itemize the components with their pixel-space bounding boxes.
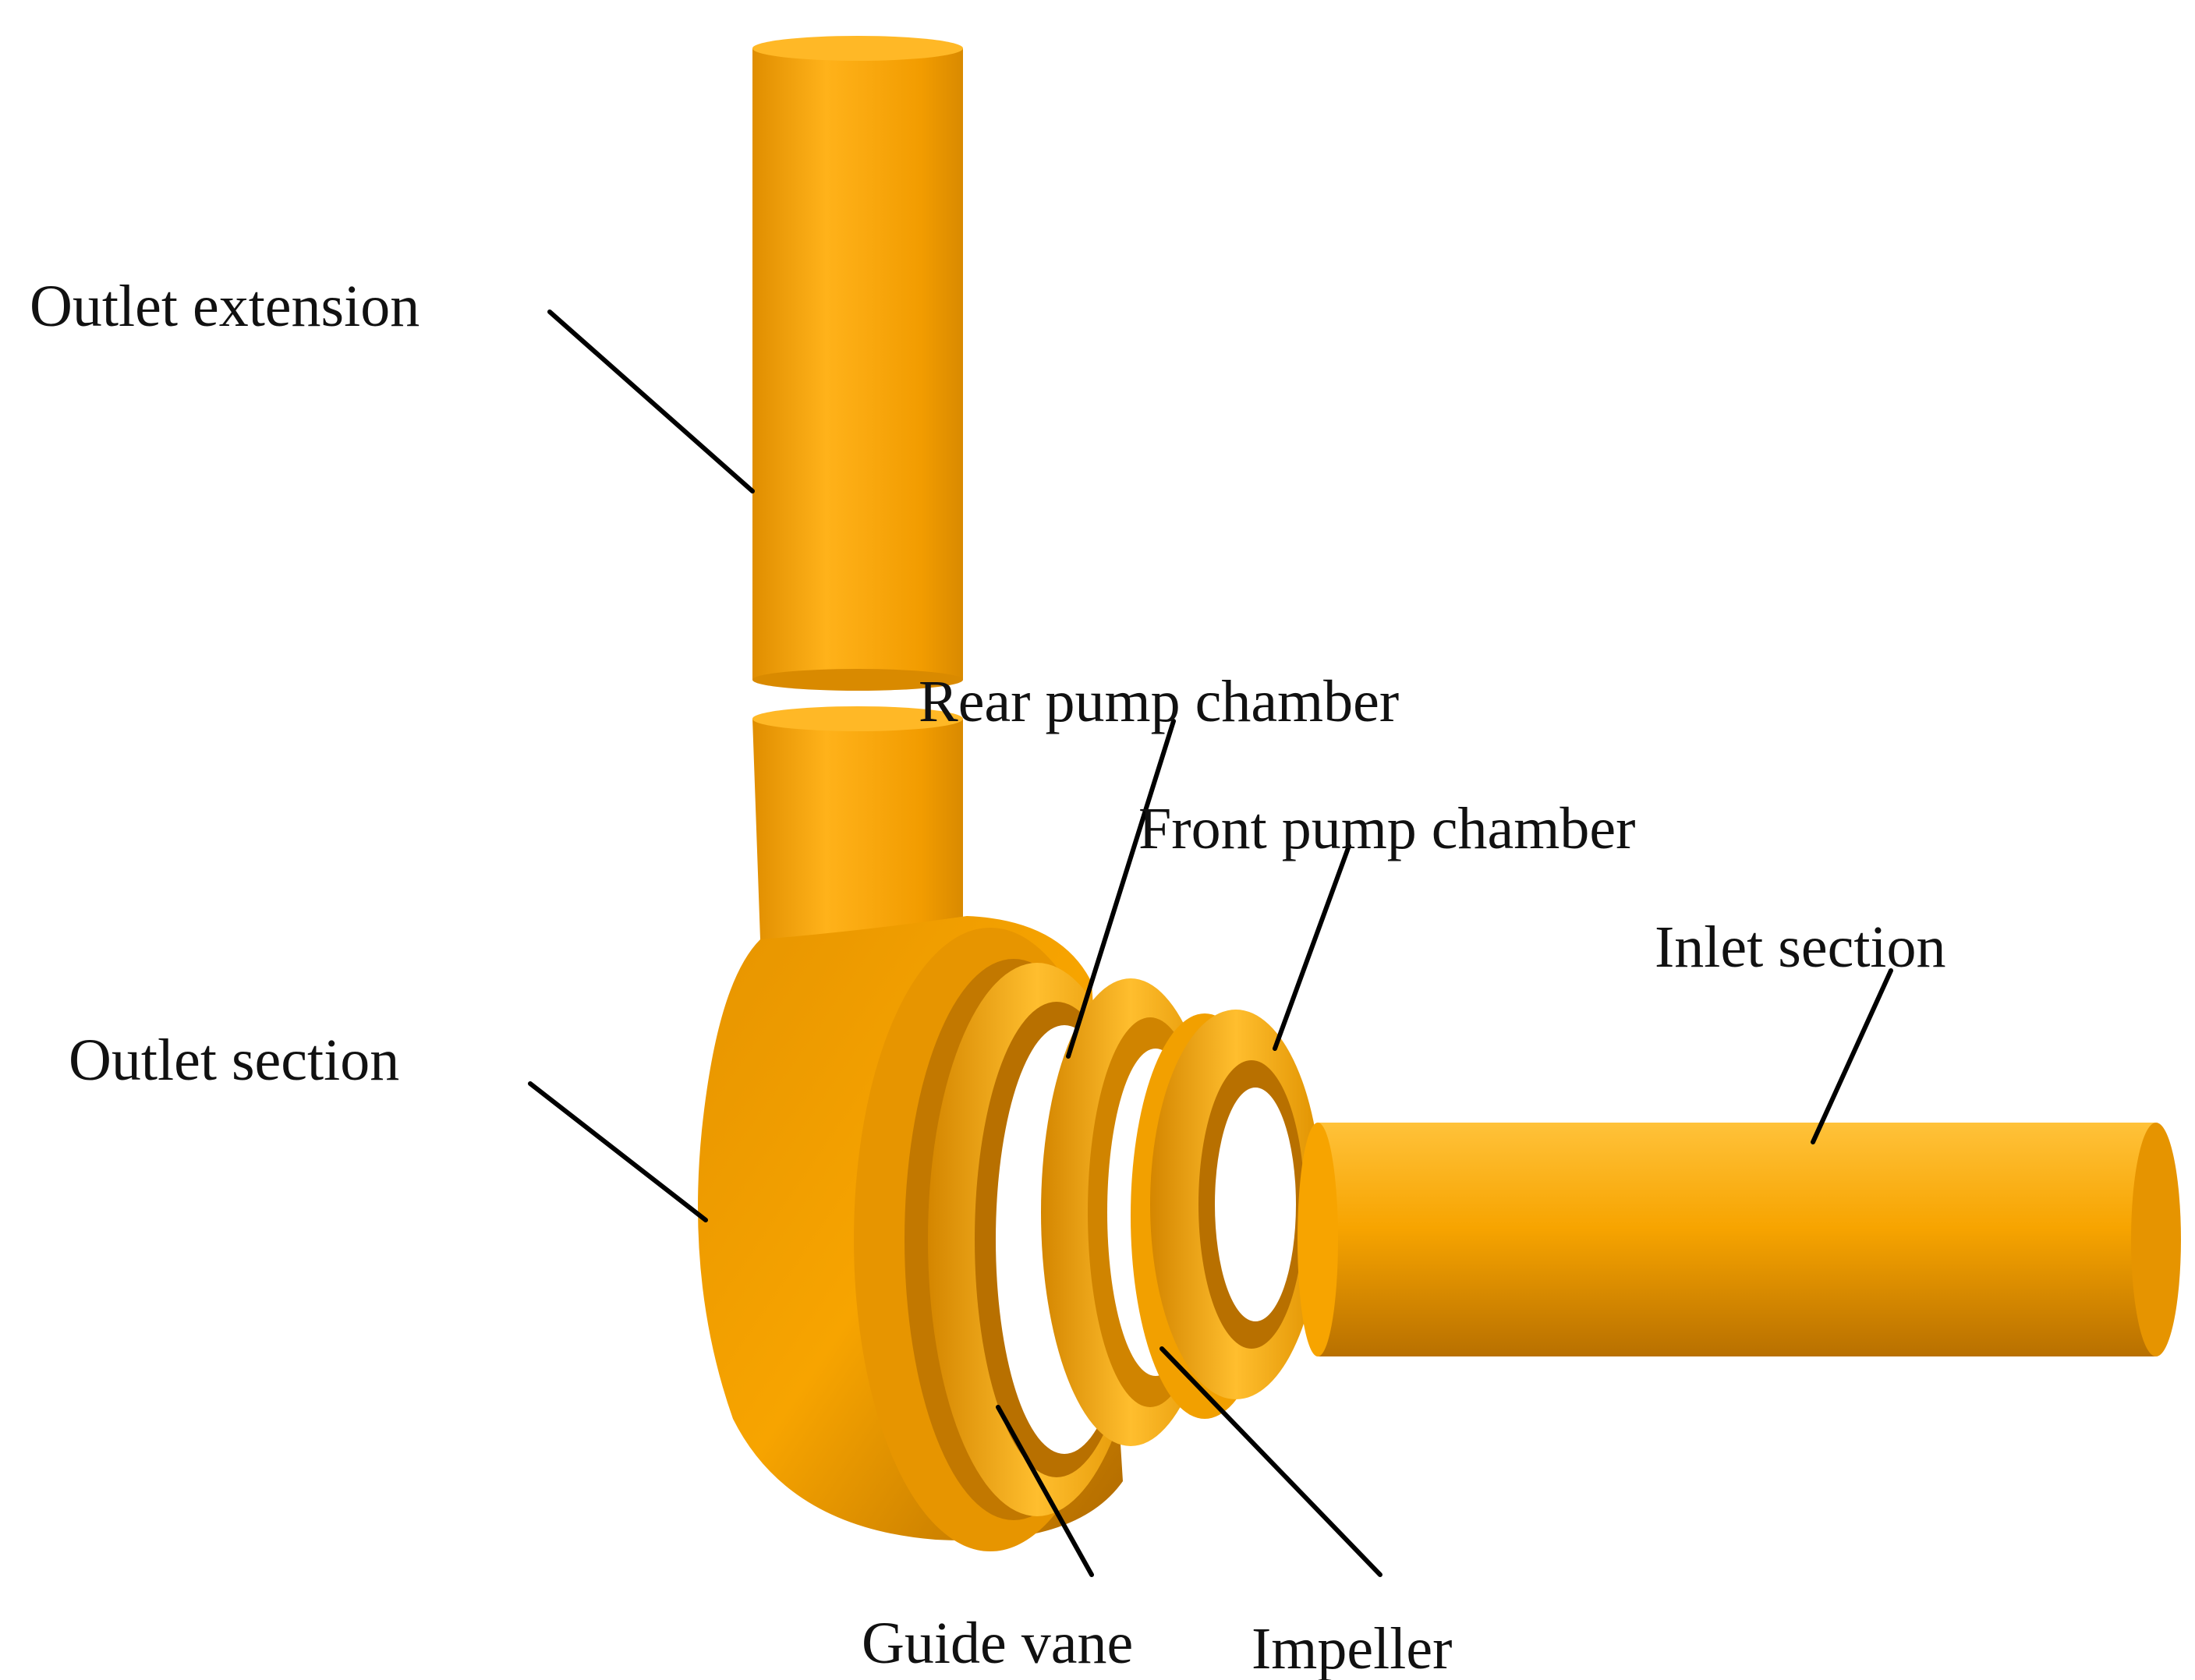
label-outlet-extension: Outlet extension <box>30 274 420 339</box>
outlet-pipe-part <box>752 706 963 963</box>
label-front-pump-chamber: Front pump chamber <box>1138 796 1635 861</box>
leader-guide-vane <box>996 1405 1094 1577</box>
front-pump-chamber-part <box>1150 1010 1322 1399</box>
label-guide-vane: Guide vane <box>862 1611 1133 1676</box>
leader-inlet-section <box>1811 968 1893 1144</box>
outlet-extension-part <box>752 36 963 691</box>
leader-front-pump-chamber <box>1273 844 1351 1051</box>
leader-impeller <box>1159 1346 1382 1577</box>
leader-outlet-section <box>528 1081 708 1222</box>
label-inlet-section: Inlet section <box>1655 914 1946 980</box>
label-rear-pump-chamber: Rear pump chamber <box>919 669 1399 734</box>
inlet-section-part <box>1298 1123 2181 1356</box>
leader-rear-pump-chamber <box>1066 719 1176 1059</box>
label-outlet-section: Outlet section <box>69 1027 399 1093</box>
label-impeller: Impeller <box>1252 1616 1452 1680</box>
leader-outlet-extension <box>547 309 755 493</box>
